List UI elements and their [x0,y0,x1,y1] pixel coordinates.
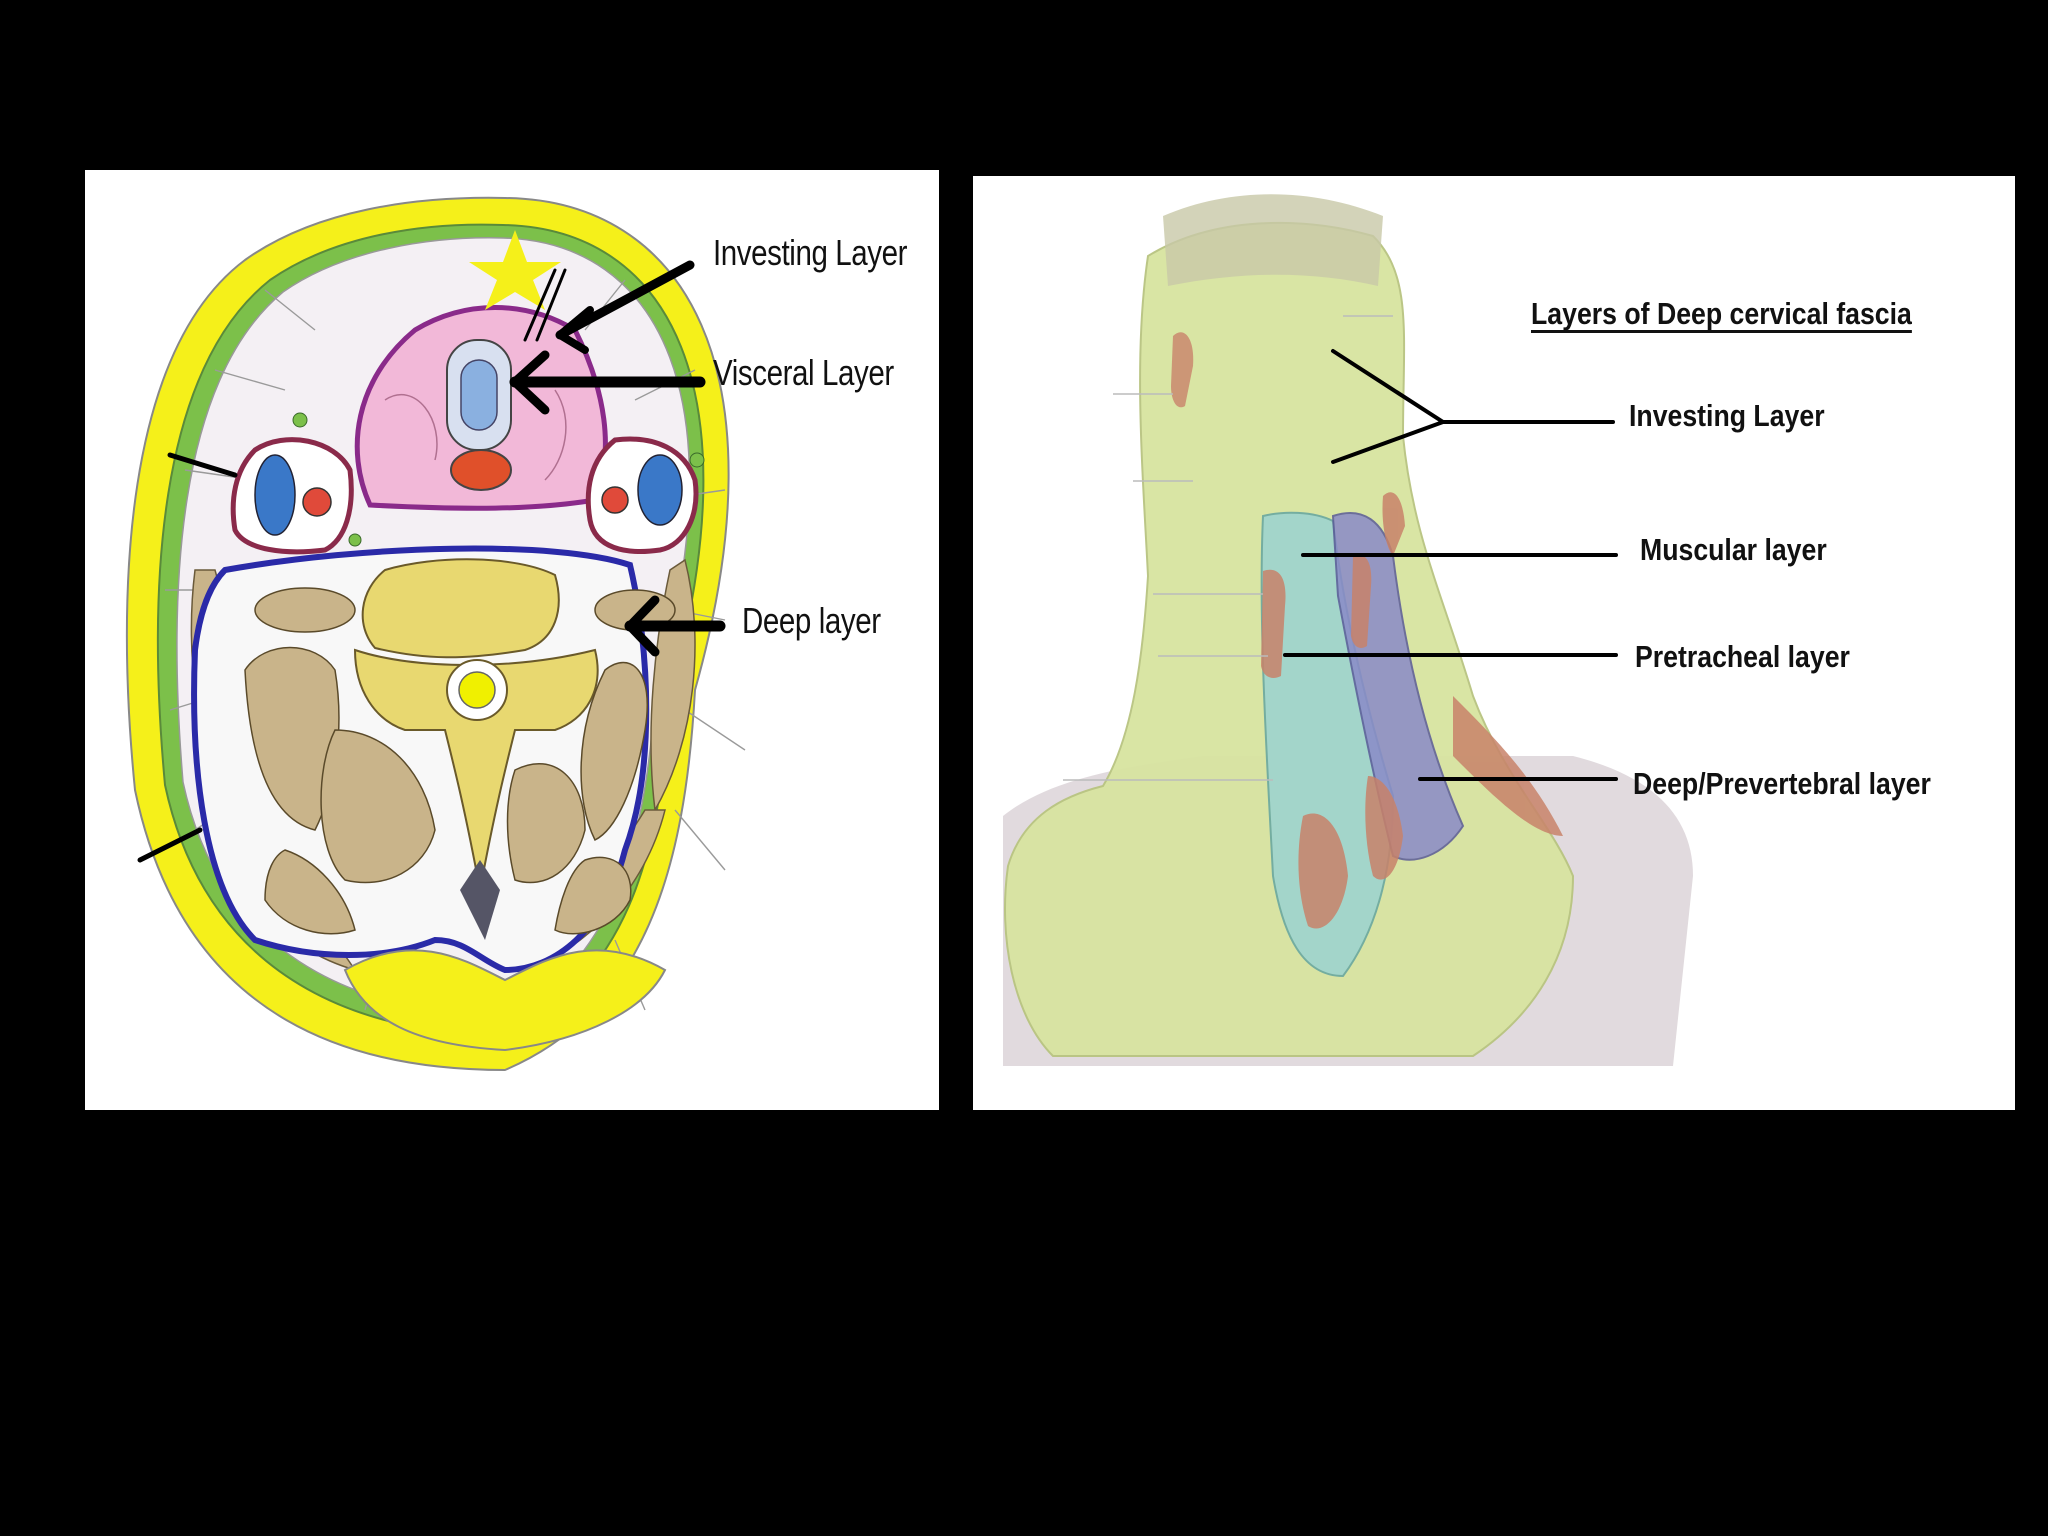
jugular-vein-left [254,454,296,536]
upper-left-muscle [1171,332,1194,408]
spinal-cord [458,671,496,709]
vertebral-arch [353,648,599,891]
carotid-artery-left [302,487,332,517]
posterior-fat [343,949,667,1052]
faint-leader-lines [1063,315,1393,781]
jugular-vein-right [637,454,683,526]
label-visceral-layer: Visceral Layer [713,352,894,393]
label-investing-layer-right: Investing Layer [1629,398,1825,433]
thyroid-internal [384,389,567,481]
neck-cross-section-illustration [125,196,746,1072]
neck-anterolateral-illustration [1003,194,1693,1066]
right-leader-lines [1283,349,1618,781]
left-arrows [137,260,726,863]
label-prevertebral-layer: Deep/Prevertebral layer [1633,766,1931,801]
mandible [1163,194,1383,286]
nuchal-septum [460,860,500,940]
label-investing-layer-left: Investing Layer [713,232,908,273]
label-pretracheal-layer: Pretracheal layer [1635,639,1850,674]
star-marker [469,230,561,310]
label-muscular-layer: Muscular layer [1640,532,1827,567]
esophagus [450,449,512,491]
label-deep-layer: Deep layer [742,600,881,641]
carotid-artery-right [601,486,629,514]
neck-cross-section-figure: Investing Layer Visceral Layer Deep laye… [85,170,939,1110]
neck-muscles [1261,492,1563,929]
vertebral-body [361,558,560,659]
figure-title: Layers of Deep cervical fascia [1531,296,1912,331]
trachea-lumen [460,359,498,431]
deep-neck-muscles [244,587,676,935]
neck-anterolateral-figure: Layers of Deep cervical fascia Investing… [973,176,2015,1110]
